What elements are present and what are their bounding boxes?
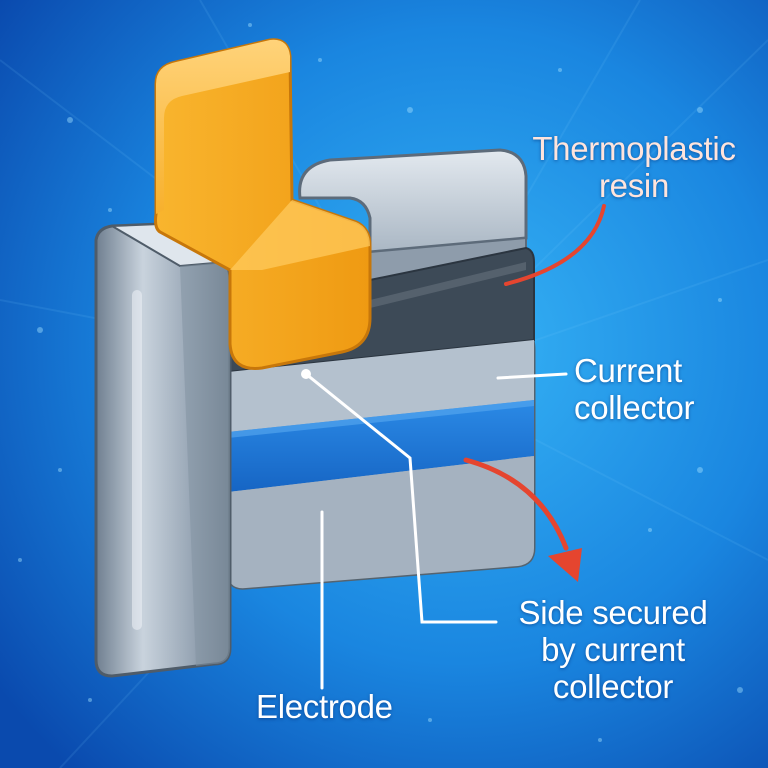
leader-side-secured: [304, 372, 498, 624]
leader-dot: [301, 369, 311, 379]
electrode-band: [228, 400, 534, 492]
terminal-tab: [154, 38, 372, 370]
side-casing-bar: [94, 222, 232, 678]
label-thermoplastic-line2: resin: [598, 167, 670, 204]
current-collector-layer: [228, 340, 534, 432]
electrode-band-highlight: [228, 400, 534, 438]
label-side-line1: Side secured: [518, 594, 708, 631]
label-side-line3: collector: [552, 668, 674, 705]
leader-current-collector: [496, 372, 568, 380]
pointer-thermoplastic: [504, 204, 606, 286]
label-thermoplastic-line1: Thermoplastic: [532, 130, 736, 167]
label-side-line2: by current: [541, 631, 685, 668]
lower-collector-layer: [228, 456, 534, 589]
red-pointers: [463, 204, 606, 582]
resin-highlight: [370, 262, 526, 308]
pointer-side-secured: [463, 457, 569, 551]
label-electrode: Electrode: [256, 688, 393, 725]
label-current-line1: Current: [574, 352, 682, 389]
label-current-line2: collector: [574, 389, 695, 426]
label-current-collector: Current collector: [574, 352, 694, 426]
label-thermoplastic-resin: Thermoplastic resin: [528, 130, 740, 204]
label-side-secured: Side secured by current collector: [500, 594, 726, 705]
pointer-arrowhead: [548, 548, 582, 582]
leader-lines: [304, 372, 568, 690]
